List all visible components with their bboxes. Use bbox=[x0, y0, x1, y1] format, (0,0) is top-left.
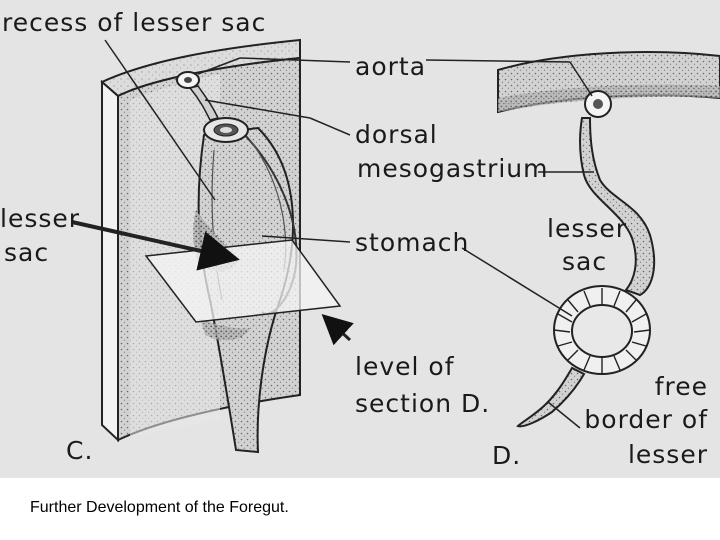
label-lesser-left-1: lesser bbox=[0, 204, 81, 233]
label-free: free bbox=[654, 372, 708, 401]
label-lesser-right-2: sac bbox=[562, 247, 608, 276]
label-border-of: border of bbox=[584, 405, 708, 434]
section-plane bbox=[144, 239, 342, 323]
label-level-of: level of bbox=[355, 352, 455, 381]
label-panel-d: D. bbox=[492, 441, 522, 470]
label-dorsal: dorsal bbox=[355, 120, 438, 149]
leader-lines-d bbox=[425, 59, 594, 429]
label-lesser-bottom: lesser bbox=[627, 440, 708, 469]
label-aorta: aorta bbox=[355, 52, 427, 81]
foregut-diagram: recess of lesser sac aorta dorsal mesoga… bbox=[0, 0, 720, 478]
lower-shadow bbox=[200, 318, 250, 341]
label-stomach: stomach bbox=[355, 228, 470, 257]
figure-caption: Further Development of the Foregut. bbox=[30, 499, 289, 516]
label-lesser-left-2: sac bbox=[4, 238, 50, 267]
cross-section-d bbox=[497, 51, 720, 428]
leader-lines-c bbox=[71, 39, 354, 346]
label-section-d: section D. bbox=[355, 389, 491, 418]
label-mesogastrium: mesogastrium bbox=[357, 154, 549, 183]
aorta-vessel bbox=[176, 71, 200, 89]
diagram-drawing bbox=[71, 38, 720, 454]
label-recess-of-lesser-sac: recess of lesser sac bbox=[2, 8, 267, 37]
label-lesser-right-1: lesser bbox=[547, 214, 628, 243]
label-panel-c: C. bbox=[66, 436, 94, 465]
